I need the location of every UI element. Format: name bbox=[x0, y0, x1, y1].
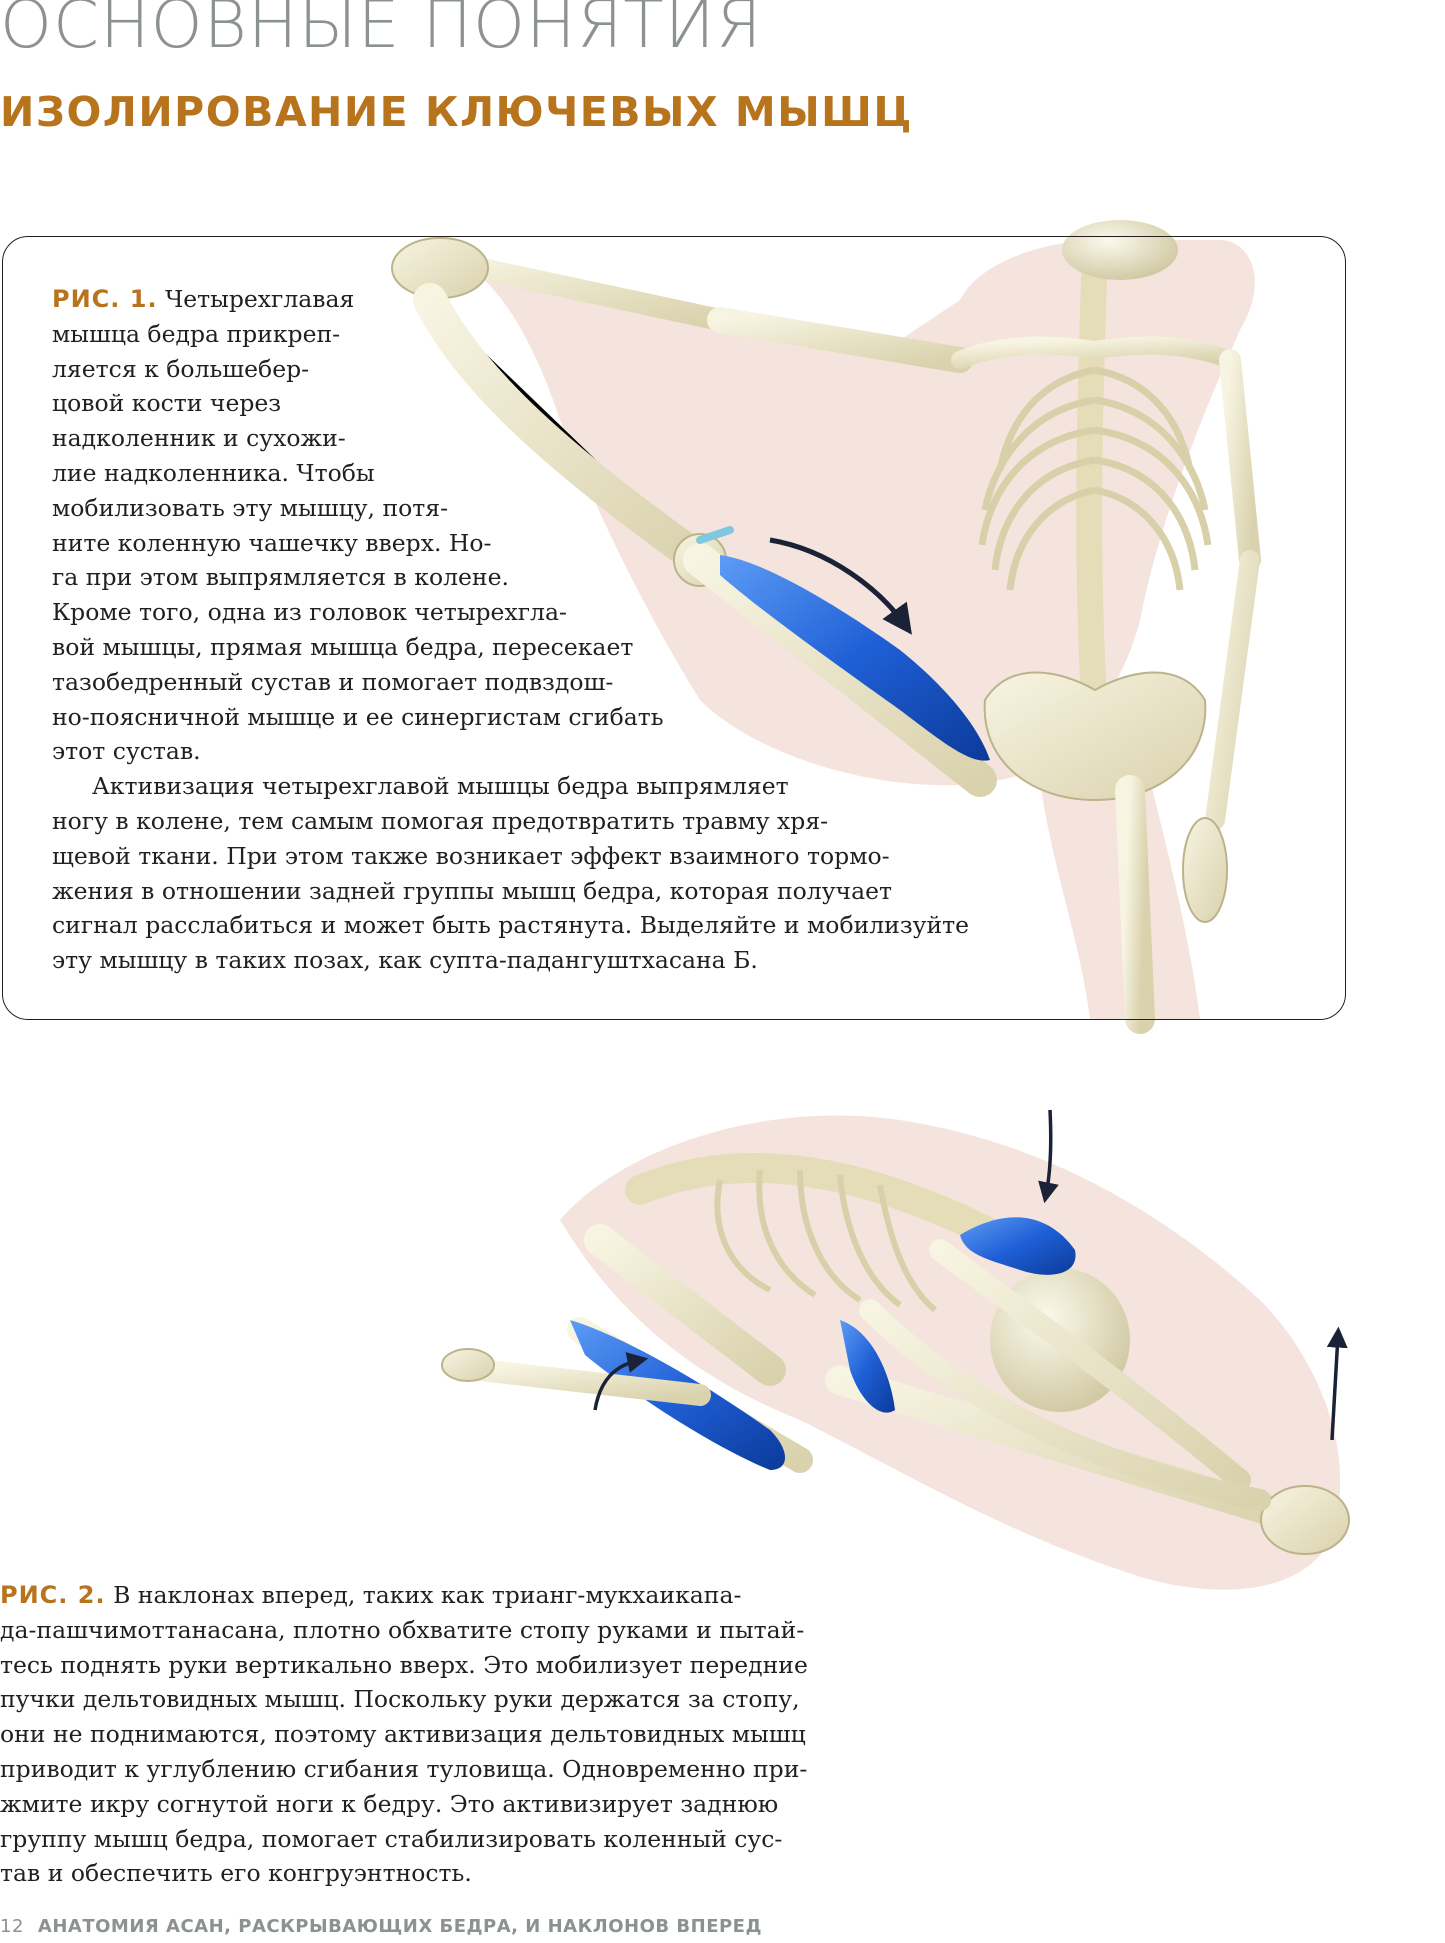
figure1-illustration bbox=[391, 220, 1261, 1034]
arrow-icon bbox=[593, 1352, 649, 1411]
quadriceps-muscle bbox=[720, 555, 990, 761]
figure1-frame bbox=[2, 236, 1346, 1020]
page-footer: 12 АНАТОМИЯ АСАН, РАСКРЫВАЮЩИХ БЕДРА, И Н… bbox=[0, 1918, 762, 1936]
figure2-label: РИС. 2. bbox=[0, 1581, 106, 1609]
section-title: ОСНОВНЫЕ ПОНЯТИЯ bbox=[0, 0, 763, 63]
page-number: 12 bbox=[0, 1916, 24, 1937]
running-title: АНАТОМИЯ АСАН, РАСКРЫВАЮЩИХ БЕДРА, И НАК… bbox=[37, 1916, 763, 1937]
figure1-caption: РИС. 1. Четырехглавая мышца бедра прикре… bbox=[52, 285, 970, 975]
arrow-icon bbox=[769, 537, 912, 635]
figure2-caption: РИС. 2. В наклонах вперед, таких как три… bbox=[0, 1581, 808, 1888]
figure2-illustration bbox=[441, 1109, 1350, 1590]
arrow-icon bbox=[1326, 1326, 1348, 1441]
figure1-label: РИС. 1. bbox=[52, 285, 158, 313]
arrow-icon bbox=[1038, 1109, 1059, 1204]
subsection-title: ИЗОЛИРОВАНИЕ КЛЮЧЕВЫХ МЫШЦ bbox=[0, 88, 913, 136]
deltoid-muscle bbox=[960, 1217, 1076, 1275]
